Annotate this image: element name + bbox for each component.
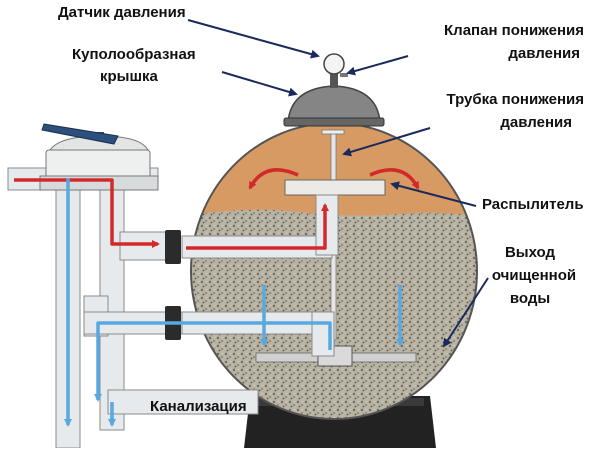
label-dome-lid-line2: крышка [100, 68, 158, 85]
pointer-sprayer-icon [390, 181, 477, 207]
dome-lid [283, 74, 385, 127]
spray-left-arrow-icon [248, 168, 299, 190]
pointer-valve-icon [346, 55, 409, 76]
label-pressure-valve-line1: Клапан понижения [444, 22, 584, 39]
label-sprayer: Распылитель [482, 196, 584, 213]
label-outlet-line2: очищенной [491, 267, 577, 284]
inflow-arrow-icon [14, 178, 160, 248]
label-pressure-valve-line2: давления [508, 45, 580, 62]
label-outlet-line3: воды [509, 290, 551, 307]
spray-right-arrow-icon [369, 168, 420, 190]
pressure-gauge-icon [323, 53, 348, 77]
label-dome-lid-line1: Куполообразная [72, 46, 196, 63]
outflow-arrow-icon [94, 321, 332, 402]
multiport-valve [39, 135, 159, 191]
bottom-laterals [255, 345, 417, 367]
sprayer [284, 179, 386, 196]
label-relief-tube-line2: давления [500, 114, 572, 131]
pointer-tube-icon [342, 127, 431, 157]
pointer-dome-icon [221, 71, 298, 97]
pointer-sensor-icon [187, 19, 320, 59]
inflow-arrows [14, 168, 420, 250]
valve-handle-icon [41, 123, 119, 145]
outflow-arrows [64, 178, 404, 427]
label-pressure-sensor: Датчик давления [58, 4, 186, 21]
label-relief-tube-line1: Трубка понижения [446, 91, 585, 108]
inflow-rise-arrow-icon [186, 203, 329, 250]
callout-pointers [187, 19, 489, 348]
label-sewage: Канализация [150, 398, 247, 415]
label-outlet-line1: Выход [504, 244, 556, 261]
pointer-outlet-icon [442, 277, 489, 348]
